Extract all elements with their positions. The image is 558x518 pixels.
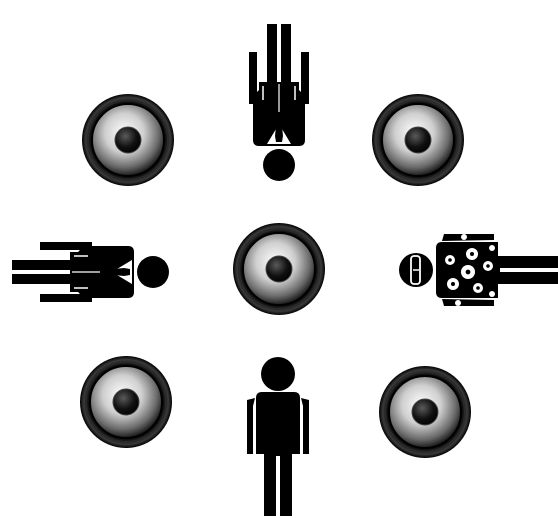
speaker-bottom-left (80, 356, 172, 448)
person-bottom (247, 357, 309, 516)
speaker-bottom-right (379, 366, 471, 458)
speaker-center (233, 223, 325, 315)
person-left (12, 242, 169, 302)
speaker-top-left (82, 94, 174, 186)
person-top (249, 24, 309, 181)
speaker-top-right (372, 94, 464, 186)
person-right (399, 234, 558, 306)
